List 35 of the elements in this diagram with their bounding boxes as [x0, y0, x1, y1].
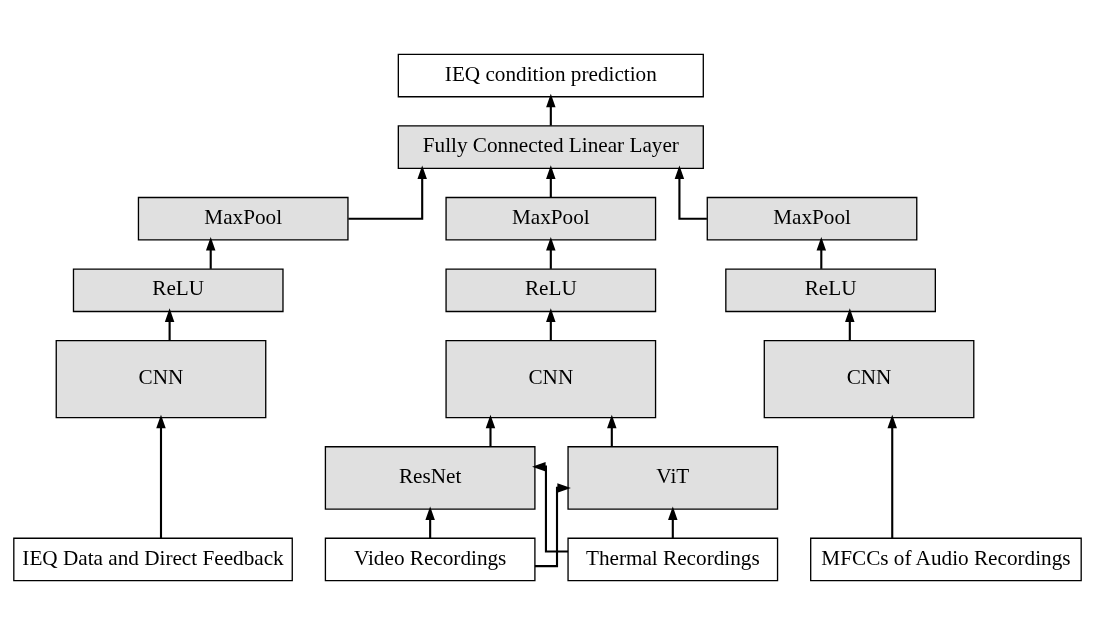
node-box: ReLU: [72, 268, 284, 313]
arrow: [485, 414, 496, 447]
node-box: CNN: [763, 340, 975, 419]
node-box: ResNet: [324, 446, 536, 510]
arrow: [546, 308, 556, 341]
arrow: [845, 308, 855, 341]
arrow: [546, 165, 556, 198]
node-box: IEQ condition prediction: [397, 53, 704, 98]
arrow: [887, 414, 897, 539]
arrow: [546, 236, 556, 269]
node-box: Thermal Recordings: [567, 537, 779, 582]
arrow: [546, 93, 556, 126]
node-box: ViT: [567, 446, 779, 510]
node-box: IEQ Data and Direct Feedback: [13, 537, 293, 582]
node-box: CNN: [55, 340, 267, 419]
node-box: ReLU: [445, 268, 657, 313]
node-box: MFCCs of Audio Recordings: [810, 537, 1082, 582]
arrow: [205, 236, 216, 269]
arrow: [348, 165, 427, 220]
arrow: [816, 236, 827, 269]
node-box: MaxPool: [706, 196, 918, 241]
arrow: [607, 414, 617, 447]
arrow: [425, 506, 435, 539]
node-box: MaxPool: [137, 196, 349, 241]
arrow: [532, 461, 569, 553]
node-box: ReLU: [725, 268, 936, 313]
node-box: Video Recordings: [324, 537, 536, 582]
arrow: [164, 308, 175, 341]
node-box: CNN: [445, 340, 657, 419]
arrow: [534, 483, 571, 568]
arrow: [668, 506, 678, 539]
arrow: [674, 165, 707, 220]
node-box: MaxPool: [445, 196, 657, 241]
node-box: Fully Connected Linear Layer: [397, 125, 704, 169]
arrow: [156, 414, 166, 539]
